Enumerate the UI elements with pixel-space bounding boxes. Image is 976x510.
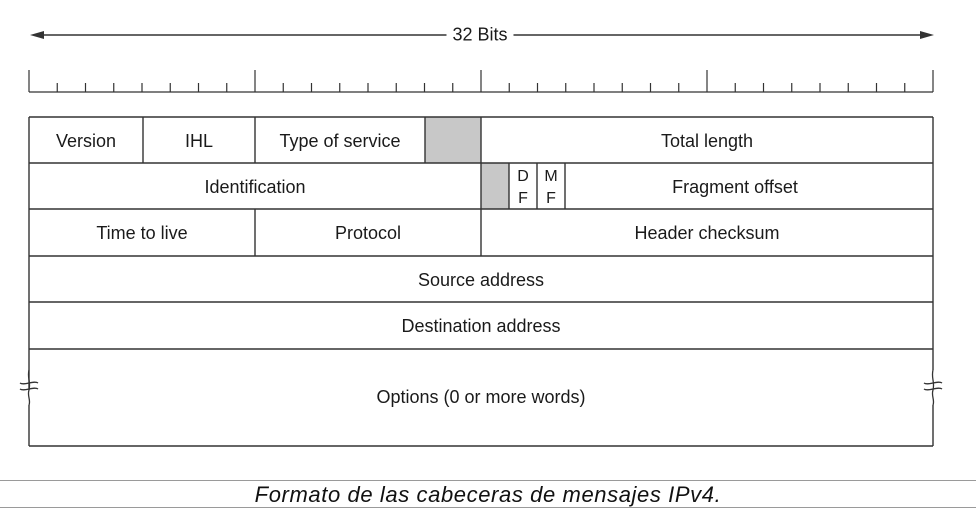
field-ihl: IHL: [184, 131, 214, 151]
field-time-to-live: Time to live: [96, 223, 188, 243]
tos-unused-bits: [425, 117, 481, 163]
caption-bar: [0, 480, 976, 508]
field-protocol: Protocol: [334, 223, 402, 243]
field-fragment-offset: Fragment offset: [672, 177, 798, 197]
left-break-mark: [19, 369, 39, 406]
arrow-left-head: [30, 31, 44, 39]
field-total-length: Total length: [660, 131, 754, 151]
reserved-flag-bit: [481, 163, 509, 209]
field-destination-address: Destination address: [401, 316, 561, 336]
field-identification: Identification: [204, 177, 306, 197]
bit-ruler: [28, 70, 934, 93]
flag-df-top: D: [517, 168, 529, 185]
header-grid: [28, 116, 934, 447]
figure-caption: Formato de las cabeceras de mensajes IPv…: [254, 482, 722, 507]
flag-mf-bottom: F: [546, 190, 556, 207]
width-label: 32 Bits: [446, 24, 514, 46]
flag-df-bottom: F: [518, 190, 528, 207]
field-options: Options (0 or more words): [376, 387, 586, 407]
right-break-mark: [923, 369, 943, 406]
field-header-checksum: Header checksum: [634, 223, 780, 243]
field-version: Version: [55, 131, 117, 151]
flag-mf-top: M: [544, 168, 558, 185]
field-source-address: Source address: [417, 270, 545, 290]
arrow-right-head: [920, 31, 934, 39]
field-type-of-service: Type of service: [279, 131, 401, 151]
